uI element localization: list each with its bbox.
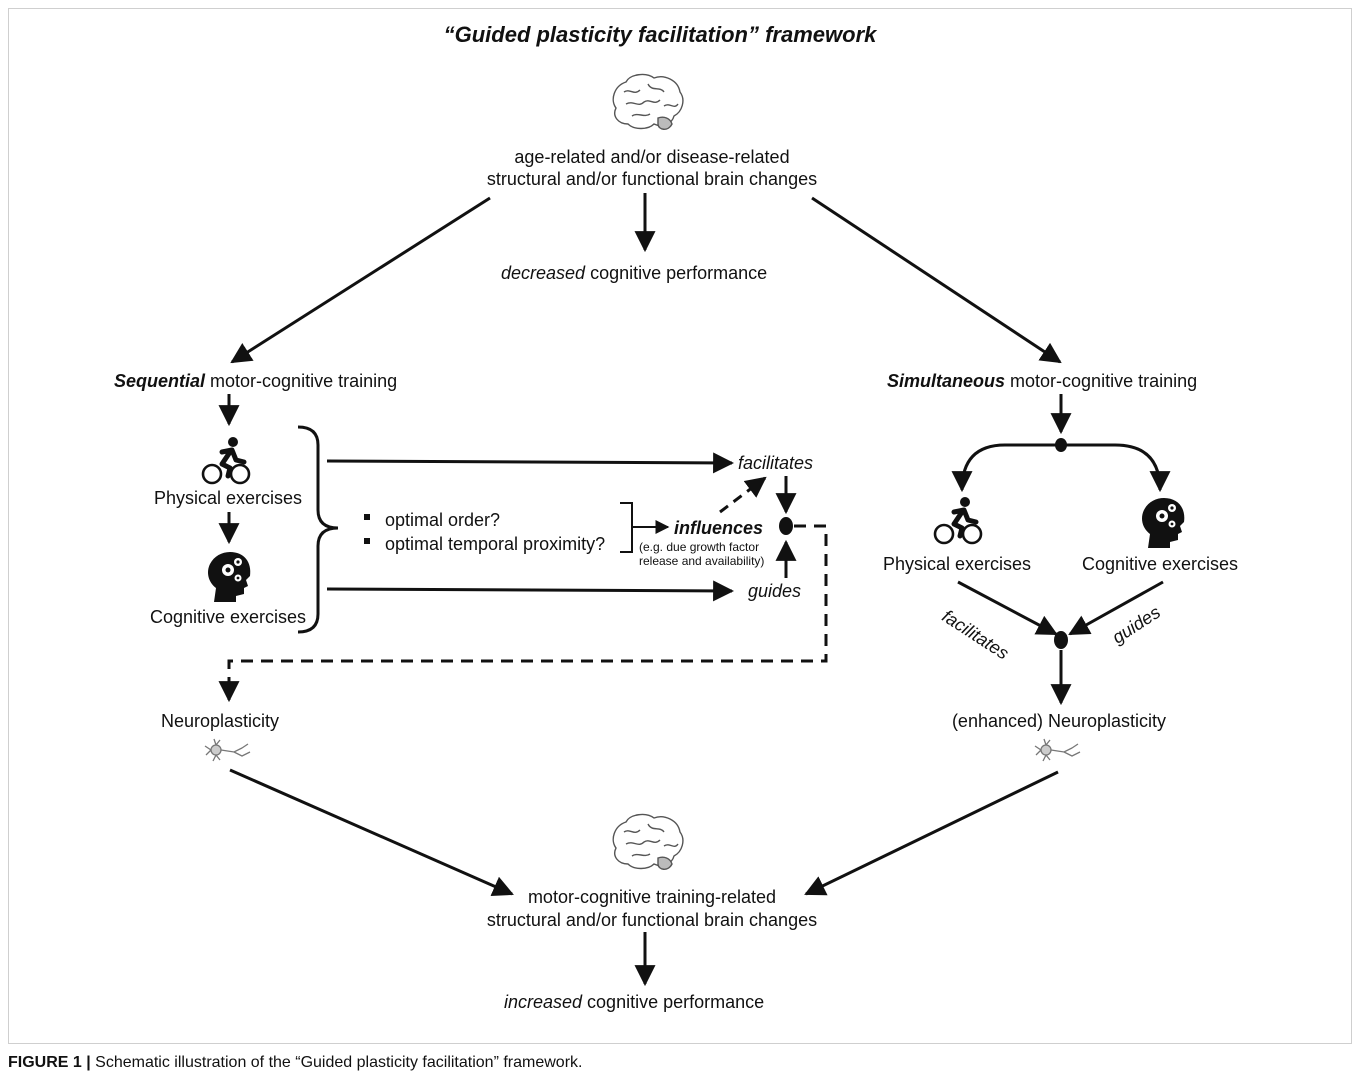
- caption-text: Schematic illustration of the “Guided pl…: [90, 1054, 583, 1071]
- caption-label: FIGURE 1 |: [8, 1054, 91, 1071]
- left-node: [779, 517, 793, 535]
- bullet-brace: [620, 502, 633, 553]
- brain-icon: [612, 813, 684, 870]
- cyclist-icon: [201, 437, 251, 485]
- figure-caption: FIGURE 1 | Schematic illustration of the…: [8, 1052, 582, 1074]
- right-split-node: [1055, 438, 1067, 452]
- figure-frame: [8, 8, 1352, 1044]
- increased-performance: increased cognitive performance: [504, 991, 764, 1013]
- head-gears-icon: [208, 552, 251, 602]
- right-neuroplasticity-label: (enhanced) Neuroplasticity: [951, 711, 1167, 731]
- sequential-heading: Sequential motor-cognitive training: [114, 370, 397, 392]
- arrow-physical-to-node2: [957, 580, 1058, 636]
- top-line-1: age-related and/or disease-related: [514, 147, 790, 167]
- influences-label: influences: [674, 518, 764, 538]
- diagram-title: “Guided plasticity facilitation” framewo…: [443, 22, 877, 47]
- decreased-emphasis: decreased: [501, 263, 586, 283]
- simultaneous-heading: Simultaneous motor-cognitive training: [887, 370, 1197, 392]
- right-cognitive-label: Cognitive exercises: [1081, 554, 1239, 574]
- neuron-icon: [204, 738, 251, 762]
- arrow-right-neuro-to-bottom: [804, 770, 1059, 896]
- cyclist-icon: [933, 497, 983, 545]
- dashed-path-to-neuroplasticity: [218, 524, 828, 703]
- right-brace: [297, 425, 339, 634]
- decreased-performance: decreased cognitive performance: [501, 262, 767, 284]
- increased-rest: cognitive performance: [582, 992, 765, 1012]
- arrow-node-to-physical: [951, 443, 1061, 493]
- left-facilitates-label: facilitates: [738, 453, 814, 473]
- bullet-optimal-proximity: optimal temporal proximity?: [385, 534, 606, 554]
- sequential-emphasis: Sequential: [114, 371, 206, 391]
- decreased-rest: cognitive performance: [585, 263, 768, 283]
- bottom-line-1: motor-cognitive training-related: [527, 887, 777, 907]
- increased-emphasis: increased: [504, 992, 583, 1012]
- head-gears-icon: [1142, 498, 1185, 548]
- arrow-cognitive-to-node2: [1068, 580, 1164, 636]
- simultaneous-emphasis: Simultaneous: [887, 371, 1006, 391]
- right-physical-label: Physical exercises: [882, 554, 1032, 574]
- arrow-to-simultaneous: [811, 196, 1062, 364]
- left-cognitive-label: Cognitive exercises: [149, 607, 307, 627]
- left-neuroplasticity-label: Neuroplasticity: [160, 711, 280, 731]
- arrow-to-guides: [326, 580, 735, 602]
- left-guides-label: guides: [748, 581, 802, 601]
- influences-note-2: release and availability): [639, 554, 765, 568]
- bullet-marker-2: [364, 538, 370, 544]
- arrow-to-facilitates: [326, 452, 735, 474]
- arrow-to-sequential: [230, 196, 491, 364]
- brain-icon: [612, 73, 684, 130]
- right-merge-node: [1054, 631, 1068, 649]
- simultaneous-rest: motor-cognitive training: [1005, 371, 1198, 391]
- bullet-optimal-order: optimal order?: [385, 510, 501, 530]
- bullet-marker-1: [364, 514, 370, 520]
- arrow-node-to-cognitive: [1061, 443, 1171, 493]
- dashed-influences-to-facilitates: [719, 476, 767, 514]
- influences-note-1: (e.g. due growth factor: [639, 540, 760, 554]
- sequential-rest: motor-cognitive training: [205, 371, 398, 391]
- left-physical-label: Physical exercises: [153, 488, 303, 508]
- arrow-left-neuro-to-bottom: [229, 768, 514, 897]
- bottom-line-2: structural and/or functional brain chang…: [486, 910, 818, 930]
- neuron-icon: [1034, 738, 1081, 762]
- top-line-2: structural and/or functional brain chang…: [486, 169, 818, 189]
